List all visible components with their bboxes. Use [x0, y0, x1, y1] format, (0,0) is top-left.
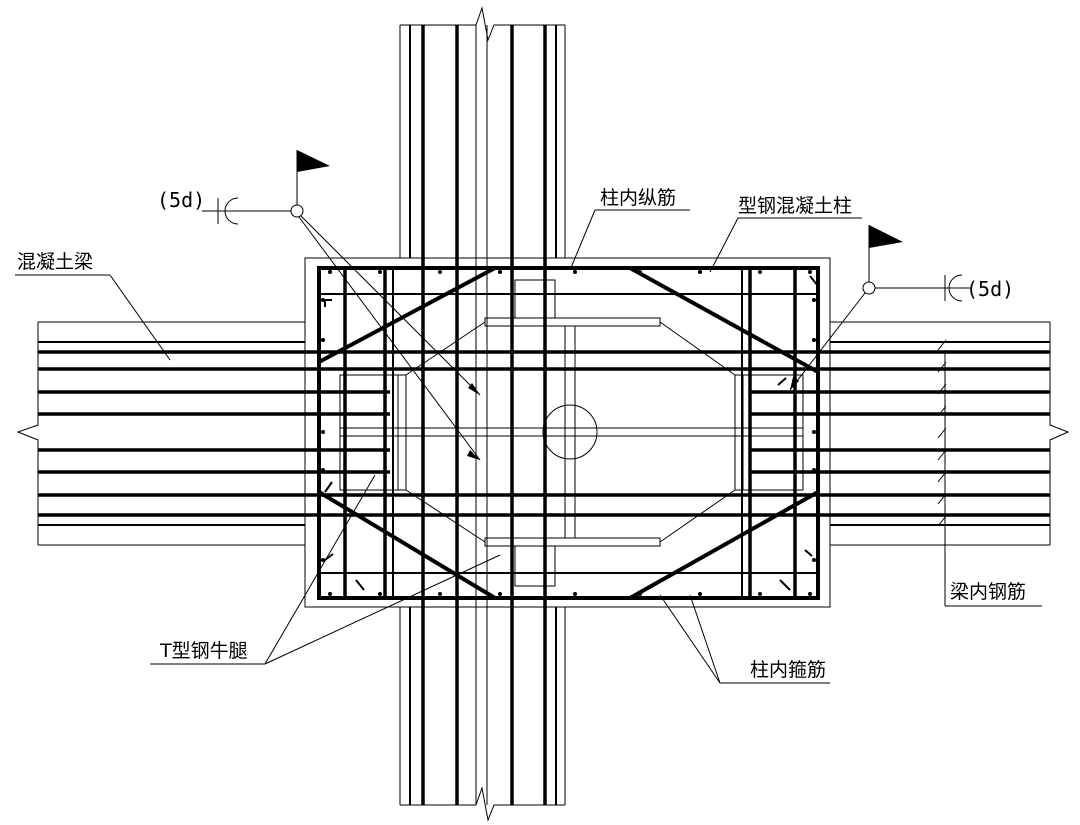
label-column-stirrup: 柱内箍筋: [750, 659, 826, 681]
label-t-steel-corbel: T型钢牛腿: [159, 640, 248, 662]
label-steel-reinforced-concrete-column: 型钢混凝土柱: [738, 195, 852, 217]
label-beam-rebar: 梁内钢筋: [950, 581, 1026, 603]
stirrup-hooks: [324, 275, 819, 591]
rebar-dots: [321, 270, 816, 596]
weld-symbol-left: [202, 150, 481, 461]
leader-src-column: [709, 217, 862, 273]
beam-rebars: [38, 341, 1050, 526]
leader-beam-rebar: [944, 350, 1042, 607]
weld-symbol-right: [789, 225, 970, 391]
label-concrete-beam: 混凝土梁: [17, 251, 93, 273]
column-longitudinal-rebars: [409, 25, 557, 805]
column-section: [304, 257, 831, 608]
leader-column-stirrup: [659, 594, 830, 684]
leader-column-rebar: [569, 209, 690, 271]
leader-t-corbel: [150, 474, 501, 665]
steel-section: [339, 279, 804, 587]
leader-concrete-beam: [15, 274, 171, 361]
weld-size-right: (5d): [966, 277, 1014, 301]
column-outline: [399, 6, 566, 822]
weld-size-left: (5d): [157, 188, 205, 212]
label-column-longitudinal-rebar: 柱内纵筋: [600, 187, 676, 209]
